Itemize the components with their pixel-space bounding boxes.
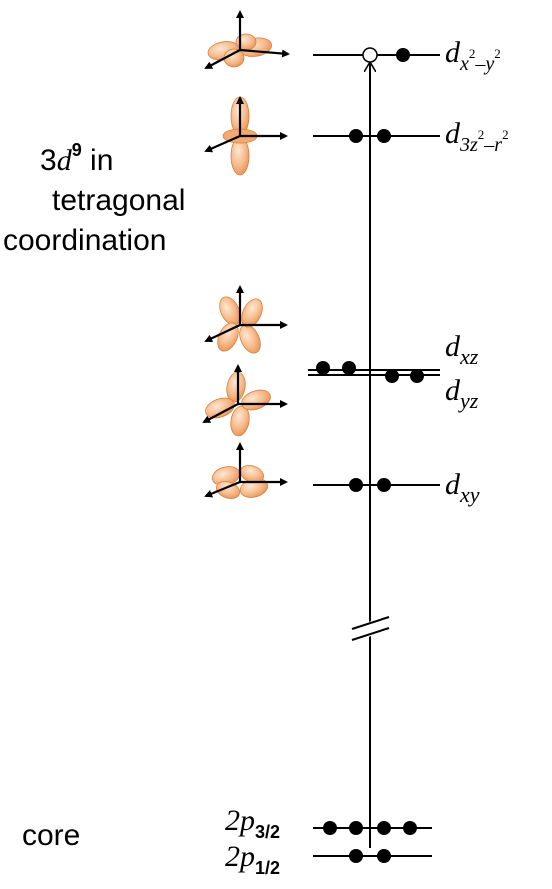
dyz-orbital-icon — [203, 366, 286, 437]
dx2y2-orbital-icon — [206, 12, 288, 68]
electron — [342, 361, 356, 375]
electron — [396, 48, 410, 62]
core-label: core — [22, 819, 80, 852]
hole — [363, 48, 377, 62]
electron — [349, 478, 363, 492]
dxz-orbital-icon — [206, 287, 286, 356]
electron — [377, 129, 391, 143]
electron — [349, 849, 363, 863]
config-line-tetragonal: tetragonal — [52, 184, 185, 217]
electron — [377, 849, 391, 863]
electron — [403, 821, 417, 835]
electron — [349, 129, 363, 143]
electron — [323, 821, 337, 835]
configuration-label: 3d9 in tetragonal coordination — [3, 140, 185, 257]
label-dx2y2: dx2–y2 — [445, 36, 501, 75]
d3z2r2-orbital-icon — [206, 97, 286, 175]
electron — [377, 821, 391, 835]
electron — [349, 821, 363, 835]
label-dxy: dxy — [445, 468, 480, 507]
label-dyz: dyz — [445, 374, 479, 413]
electron — [385, 369, 399, 383]
electron — [377, 478, 391, 492]
label-dxz: dxz — [445, 330, 479, 369]
electron — [316, 361, 330, 375]
svg-text:3d9 in: 3d9 in — [40, 140, 113, 177]
config-line-coordination: coordination — [3, 224, 166, 257]
label-2p12: 2p1/2 — [225, 840, 280, 878]
dxy-orbital-icon — [206, 444, 286, 502]
label-2p32: 2p3/2 — [225, 804, 280, 842]
label-d3z2r2: d3z2–r2 — [445, 117, 509, 156]
electron — [410, 369, 424, 383]
